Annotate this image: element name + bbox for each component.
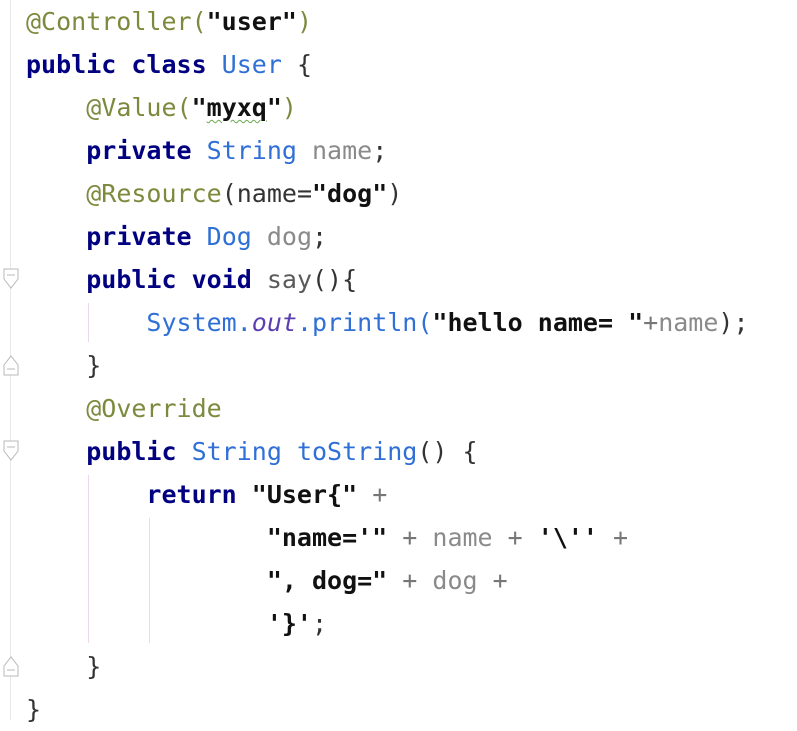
code-token: + [357, 480, 388, 509]
code-line[interactable]: public String toString() { [26, 430, 478, 473]
code-token [26, 93, 86, 122]
code-token: Dog [206, 222, 252, 251]
code-token: ) [296, 7, 312, 36]
code-token: public class [26, 50, 222, 79]
code-token: } [26, 695, 42, 724]
code-token: User [221, 50, 282, 79]
fold-open-icon[interactable] [3, 268, 19, 289]
code-token [26, 308, 146, 337]
code-token: ; [312, 222, 328, 251]
code-token: + [492, 523, 538, 552]
code-token [26, 265, 86, 294]
code-token: public void [86, 265, 267, 294]
code-token: private [86, 222, 207, 251]
code-line[interactable]: public void say(){ [26, 258, 357, 301]
code-token: String [191, 437, 282, 466]
code-token: () { [417, 437, 478, 466]
code-line[interactable]: @Override [26, 387, 222, 430]
code-line[interactable]: public class User { [26, 43, 312, 86]
code-token: " [266, 93, 282, 122]
code-line[interactable]: '}'; [26, 602, 327, 645]
code-line[interactable]: } [26, 344, 101, 387]
code-token: "name='" [266, 523, 388, 552]
code-token [26, 609, 267, 638]
code-token [26, 523, 267, 552]
code-token: @Controller( [26, 7, 207, 36]
code-token: private [86, 136, 207, 165]
code-token: + [387, 523, 433, 552]
code-token: name [432, 523, 493, 552]
code-line[interactable]: } [26, 645, 101, 688]
code-line[interactable]: "name='" + name + '\'' + [26, 516, 628, 559]
fold-close-icon[interactable] [3, 354, 19, 376]
code-token: '\'' [537, 523, 598, 552]
code-token: @Override [86, 394, 222, 423]
fold-open-icon[interactable] [3, 440, 19, 461]
code-token: ; [311, 609, 328, 638]
code-token: } [26, 351, 102, 380]
code-token: + [387, 566, 433, 595]
code-line[interactable]: @Resource(name="dog") [26, 172, 402, 215]
code-token: out [251, 308, 297, 337]
code-line[interactable]: @Controller("user") [26, 0, 312, 43]
code-token: + [598, 523, 629, 552]
code-token [26, 480, 146, 509]
indent-guide [88, 475, 89, 643]
code-token: name [658, 308, 719, 337]
code-token: ) [281, 93, 297, 122]
indent-guide [88, 303, 89, 342]
code-line[interactable]: } [26, 688, 41, 731]
code-line[interactable]: return "User{" + [26, 473, 387, 516]
code-line[interactable]: System.out.println("hello name= "+name); [26, 301, 749, 344]
code-token: ) [387, 179, 403, 208]
code-token: public [86, 437, 192, 466]
code-token: (){ [312, 265, 358, 294]
code-token: @Value( [86, 93, 192, 122]
code-token: { [281, 50, 312, 79]
code-token: + [477, 566, 508, 595]
code-token [26, 179, 86, 208]
code-line[interactable]: private String name; [26, 129, 387, 172]
code-token: (name= [221, 179, 312, 208]
code-token: ", dog=" [266, 566, 388, 595]
code-token: '}' [266, 609, 312, 638]
code-token: myxq [206, 93, 267, 122]
code-token: say [266, 265, 312, 294]
code-token [26, 222, 86, 251]
code-token: + [643, 308, 659, 337]
code-token: "dog" [312, 179, 388, 208]
code-line[interactable]: ", dog=" + dog + [26, 559, 508, 602]
code-token [26, 394, 86, 423]
code-token: "user" [206, 7, 297, 36]
code-token: return [146, 480, 252, 509]
code-token [26, 136, 86, 165]
code-token: dog [251, 222, 313, 251]
code-token: } [26, 652, 102, 681]
code-line[interactable]: private Dog dog; [26, 215, 327, 258]
code-token: "User{" [251, 480, 358, 509]
code-token: " [191, 93, 207, 122]
code-token: @Resource [86, 179, 222, 208]
indent-guide [149, 518, 150, 643]
code-token [26, 437, 86, 466]
code-token: toString [281, 437, 418, 466]
code-token: .println( [296, 308, 433, 337]
code-token: String [206, 136, 297, 165]
code-line[interactable]: @Value("myxq") [26, 86, 297, 129]
code-token: dog [432, 566, 478, 595]
code-token: System. [146, 308, 252, 337]
fold-close-icon[interactable] [3, 655, 19, 677]
code-token: name [296, 136, 373, 165]
code-token: ; [372, 136, 388, 165]
code-token [26, 566, 267, 595]
code-token: ); [718, 308, 749, 337]
code-token: "hello name= " [432, 308, 644, 337]
